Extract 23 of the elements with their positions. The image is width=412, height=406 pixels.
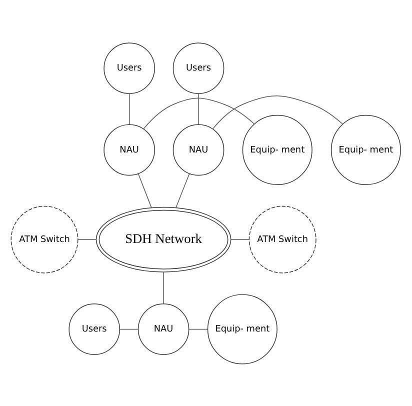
node-circle: Equip- ment [330,114,401,184]
node-circle: NAU [138,303,190,354]
node-circle: Equip- ment [207,294,278,364]
node-circle: Equip- ment [242,114,312,184]
node-circle: Users [172,42,224,94]
connector [230,238,250,240]
connector [119,328,139,330]
node-ellipse: SDH Network [96,206,232,272]
connector [143,97,254,129]
connector [128,92,130,124]
node-circle: Users [104,42,155,94]
connector [77,238,97,240]
connector [176,172,190,208]
connector [138,172,152,208]
node-circle: ATM Switch [10,205,78,273]
connector [163,271,164,304]
connector [212,95,343,129]
node-circle: Users [68,303,120,354]
node-circle: NAU [104,124,155,176]
connector [188,328,208,330]
connector [198,92,199,124]
node-circle: NAU [172,124,224,176]
node-circle: ATM Switch [248,205,316,273]
